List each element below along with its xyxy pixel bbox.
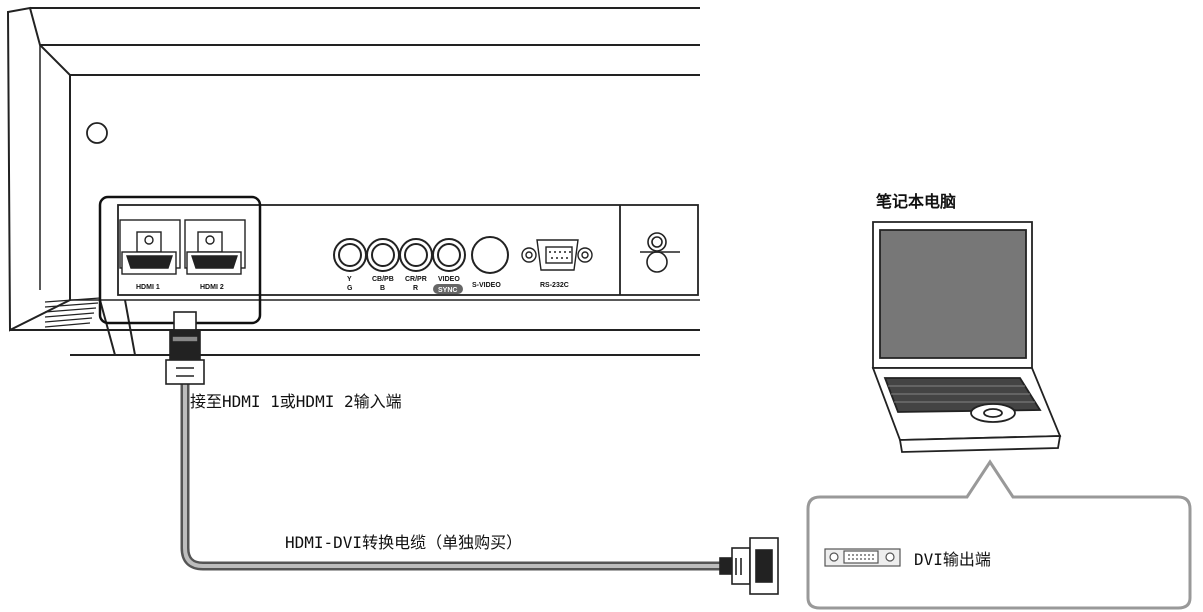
cb-label: CB/PB [372,276,394,283]
laptop [871,221,1062,453]
cable-label: HDMI-DVI转换电缆（单独购买） [285,533,523,552]
keyboard-lines [888,385,1035,403]
dvi-port-icon [824,548,901,567]
video-label: VIDEO [438,276,460,283]
rs232c-label: RS-232C [540,282,569,289]
svideo-label: S-VIDEO [472,282,501,289]
remote-sensor [640,232,680,273]
hdmi1-port [119,219,181,275]
hdmi1-label: HDMI 1 [136,284,160,291]
vent-grille [44,297,101,328]
hdmi2-label: HDMI 2 [200,284,224,291]
b-label: B [380,285,385,292]
dvi-plug [719,537,779,595]
hdmi-input-note: 接至HDMI 1或HDMI 2输入端 [190,392,402,411]
component-jacks [333,238,466,272]
screw-hole [86,122,108,144]
hdmi2-port [184,219,246,275]
dvi-callout-bubble [806,459,1192,610]
rs232c-pins [549,251,571,259]
hdmi-plug [165,311,205,385]
cr-label: CR/PR [405,276,427,283]
sync-badge [433,284,463,294]
dvi-output-label: DVI输出端 [914,550,991,569]
laptop-title: 笔记本电脑 [876,192,957,211]
rs232c-port [521,239,593,271]
projector [6,6,700,356]
g-label: G [347,285,353,292]
sync-label: SYNC [438,287,457,294]
y-label: Y [347,276,352,283]
svideo-jack [471,236,509,274]
r-label: R [413,285,418,292]
